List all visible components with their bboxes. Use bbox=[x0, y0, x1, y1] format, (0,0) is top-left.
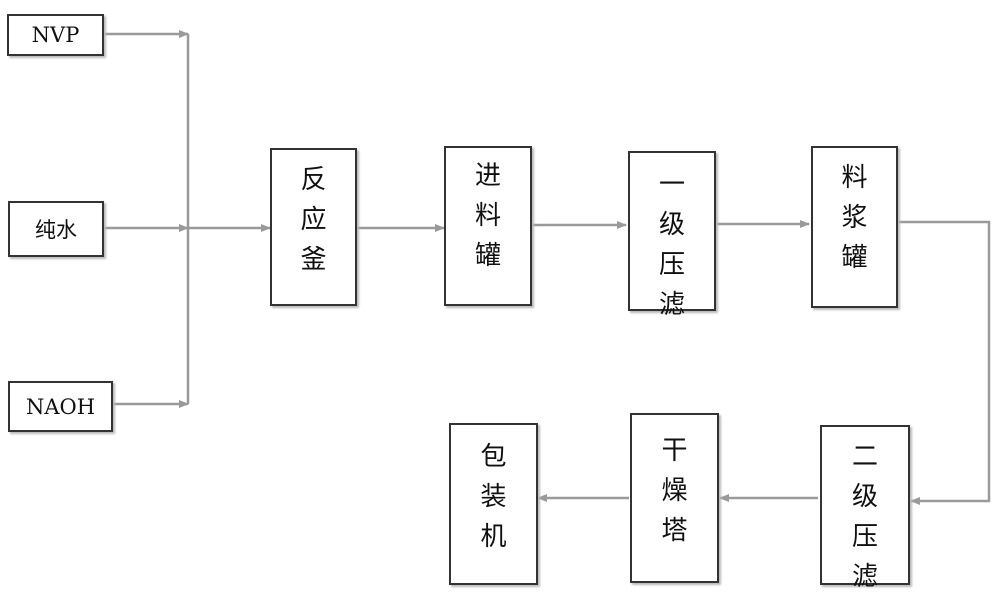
feed-tank-label-char: 罐 bbox=[475, 243, 501, 269]
feed-tank-box: 进 料 罐 bbox=[444, 146, 532, 306]
primary-filter-label-char: 级 bbox=[659, 212, 685, 238]
arrow-slurry-tank-to-secondary-filter bbox=[898, 222, 989, 501]
drying-tower-label-char: 干 bbox=[661, 438, 687, 464]
reactor-label-char: 釜 bbox=[300, 247, 326, 273]
secondary-filter-label-char: 压 bbox=[852, 524, 878, 550]
input-water-box: 纯水 bbox=[8, 201, 104, 257]
secondary-filter-box: 二 级 压 滤 bbox=[820, 425, 910, 585]
slurry-tank-label-char: 罐 bbox=[841, 245, 867, 271]
reactor-box: 反 应 釜 bbox=[270, 148, 357, 306]
primary-filter-box: 一 级 压 滤 bbox=[628, 151, 716, 311]
reactor-label-char: 反 bbox=[300, 167, 326, 193]
input-nvp-box: NVP bbox=[7, 14, 104, 56]
slurry-tank-label-char: 浆 bbox=[841, 205, 867, 231]
packaging-label-char: 机 bbox=[480, 524, 506, 550]
packaging-label-char: 包 bbox=[480, 444, 506, 470]
slurry-tank-box: 料 浆 罐 bbox=[811, 146, 898, 308]
packaging-box: 包 装 机 bbox=[449, 423, 538, 585]
packaging-label-char: 装 bbox=[480, 484, 506, 510]
feed-tank-label-char: 料 bbox=[475, 203, 501, 229]
drying-tower-label-char: 燥 bbox=[661, 478, 687, 504]
drying-tower-box: 干 燥 塔 bbox=[630, 413, 719, 583]
feed-tank-label-char: 进 bbox=[475, 163, 501, 189]
secondary-filter-label-char: 级 bbox=[852, 484, 878, 510]
input-water-label: 纯水 bbox=[35, 214, 77, 244]
drying-tower-label-char: 塔 bbox=[661, 518, 687, 544]
slurry-tank-label-char: 料 bbox=[841, 165, 867, 191]
reactor-label-char: 应 bbox=[300, 207, 326, 233]
secondary-filter-label-char: 滤 bbox=[852, 564, 878, 590]
primary-filter-label-char: 压 bbox=[659, 252, 685, 278]
input-nvp-label: NVP bbox=[32, 23, 80, 47]
secondary-filter-label-char: 二 bbox=[852, 444, 878, 470]
input-naoh-box: NAOH bbox=[8, 381, 113, 432]
input-naoh-label: NAOH bbox=[26, 395, 95, 419]
primary-filter-label-char: 滤 bbox=[659, 292, 685, 318]
primary-filter-label-char: 一 bbox=[659, 172, 685, 198]
